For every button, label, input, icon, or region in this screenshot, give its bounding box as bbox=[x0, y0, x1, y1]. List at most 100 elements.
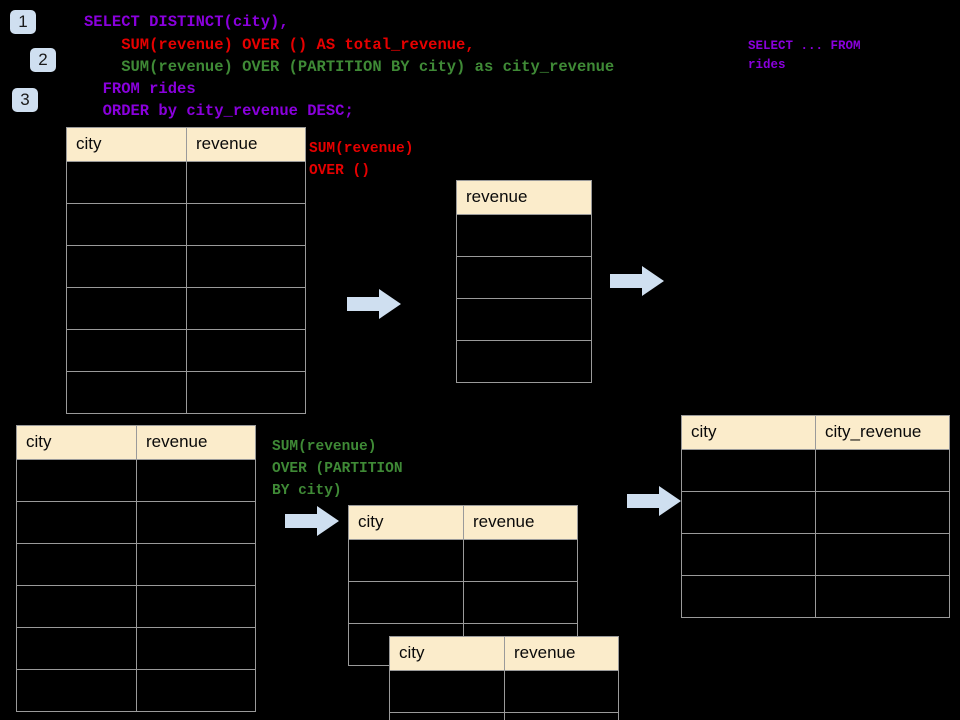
arrow-source-to-total bbox=[347, 289, 401, 319]
table-row bbox=[456, 214, 592, 257]
cell-city bbox=[66, 203, 187, 246]
sql-line-sum-over-empty: SUM(revenue) OVER () AS total_revenue, bbox=[84, 36, 475, 54]
cell-city bbox=[681, 449, 816, 492]
table-row bbox=[66, 161, 306, 204]
step-badge-3: 3 bbox=[12, 88, 38, 112]
cell-city bbox=[16, 501, 137, 544]
table-row bbox=[456, 256, 592, 299]
cell-revenue bbox=[136, 543, 256, 586]
cell-revenue bbox=[136, 501, 256, 544]
cell-revenue bbox=[186, 161, 306, 204]
column-header-city: city bbox=[66, 127, 187, 162]
sql-line-order-by: ORDER by city_revenue DESC; bbox=[84, 102, 354, 120]
table-row bbox=[681, 533, 950, 576]
table-header-row: city revenue bbox=[348, 505, 578, 540]
cell-revenue bbox=[186, 329, 306, 372]
cell-city bbox=[348, 539, 464, 582]
table-header-row: city city_revenue bbox=[681, 415, 950, 450]
table-row bbox=[456, 298, 592, 341]
column-header-revenue: revenue bbox=[186, 127, 306, 162]
table-row bbox=[681, 449, 950, 492]
cell-city-revenue bbox=[815, 533, 950, 576]
table-row bbox=[16, 585, 256, 628]
column-header-city: city bbox=[681, 415, 816, 450]
cell-revenue bbox=[504, 712, 619, 720]
cell-city bbox=[16, 585, 137, 628]
column-header-revenue: revenue bbox=[136, 425, 256, 460]
cell-revenue bbox=[136, 585, 256, 628]
cell-city bbox=[66, 161, 187, 204]
table-header-row: city revenue bbox=[16, 425, 256, 460]
annotation-sum-over-empty: SUM(revenue) OVER () bbox=[309, 141, 414, 179]
table-row bbox=[16, 669, 256, 712]
cell-city bbox=[16, 459, 137, 502]
cell-revenue bbox=[456, 340, 592, 383]
column-header-city: city bbox=[389, 636, 505, 671]
table-row bbox=[66, 287, 306, 330]
annotation-sum-over-partition: SUM(revenue) OVER (PARTITION BY city) bbox=[272, 439, 403, 499]
table-row bbox=[16, 459, 256, 502]
cell-revenue bbox=[456, 298, 592, 341]
rides-source-table-partitioned: city revenue bbox=[16, 425, 256, 712]
table-row bbox=[16, 501, 256, 544]
rides-source-table: city revenue bbox=[66, 127, 306, 414]
column-header-city-revenue: city_revenue bbox=[815, 415, 950, 450]
cell-city bbox=[16, 543, 137, 586]
table-row bbox=[66, 329, 306, 372]
table-row bbox=[389, 712, 619, 720]
cell-city bbox=[16, 627, 137, 670]
table-row bbox=[16, 627, 256, 670]
table-row bbox=[456, 340, 592, 383]
cell-city bbox=[66, 287, 187, 330]
cell-city-revenue bbox=[815, 575, 950, 618]
table-row bbox=[16, 543, 256, 586]
cell-revenue bbox=[456, 256, 592, 299]
table-row bbox=[66, 371, 306, 414]
cell-revenue bbox=[186, 203, 306, 246]
cell-city bbox=[681, 491, 816, 534]
table-row bbox=[66, 203, 306, 246]
table-row bbox=[66, 245, 306, 288]
arrow-total-to-result bbox=[610, 266, 664, 296]
city-revenue-result-table: city city_revenue bbox=[681, 415, 950, 618]
cell-city-revenue bbox=[815, 449, 950, 492]
step-badge-2: 2 bbox=[30, 48, 56, 72]
annotation-select-from-rides: SELECT ... FROM rides bbox=[748, 39, 861, 72]
cell-city bbox=[389, 712, 505, 720]
partition-group-a-table: city revenue bbox=[348, 505, 578, 666]
table-row bbox=[348, 581, 578, 624]
table-header-row: city revenue bbox=[66, 127, 306, 162]
cell-city bbox=[389, 670, 505, 713]
cell-revenue bbox=[186, 287, 306, 330]
cell-revenue bbox=[136, 459, 256, 502]
column-header-revenue: revenue bbox=[504, 636, 619, 671]
cell-revenue bbox=[456, 214, 592, 257]
cell-revenue bbox=[186, 245, 306, 288]
column-header-revenue: revenue bbox=[456, 180, 592, 215]
table-row bbox=[389, 670, 619, 713]
cell-city bbox=[16, 669, 137, 712]
cell-revenue bbox=[504, 670, 619, 713]
column-header-revenue: revenue bbox=[463, 505, 578, 540]
partition-group-b-table: city revenue bbox=[389, 636, 619, 720]
cell-city bbox=[66, 245, 187, 288]
cell-city bbox=[681, 575, 816, 618]
total-revenue-table: revenue bbox=[456, 180, 592, 383]
cell-revenue bbox=[136, 627, 256, 670]
cell-city bbox=[348, 581, 464, 624]
arrow-source-to-partition bbox=[285, 506, 339, 536]
sql-line-sum-over-partition: SUM(revenue) OVER (PARTITION BY city) as… bbox=[84, 58, 615, 76]
sql-line-from-rides: FROM rides bbox=[84, 80, 196, 98]
column-header-city: city bbox=[16, 425, 137, 460]
cell-city bbox=[66, 329, 187, 372]
cell-city bbox=[66, 371, 187, 414]
cell-city bbox=[681, 533, 816, 576]
table-header-row: revenue bbox=[456, 180, 592, 215]
sql-line-select-distinct: SELECT DISTINCT(city), bbox=[84, 13, 289, 31]
table-header-row: city revenue bbox=[389, 636, 619, 671]
cell-revenue bbox=[463, 581, 578, 624]
arrow-partition-to-result bbox=[627, 486, 681, 516]
cell-revenue bbox=[463, 539, 578, 582]
step-badge-1: 1 bbox=[10, 10, 36, 34]
